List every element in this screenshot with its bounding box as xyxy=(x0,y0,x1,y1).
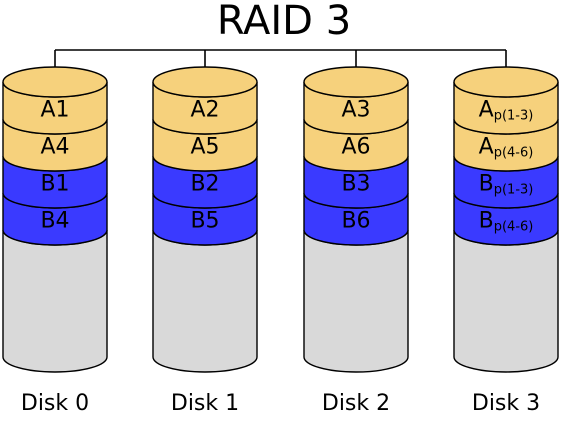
stripe-label-main: A xyxy=(479,135,494,160)
disk-top xyxy=(453,66,559,98)
diagram-title: RAID 3 xyxy=(217,0,351,44)
stripe-label: Bp(1-3) xyxy=(479,172,534,198)
stripe-label-main: B xyxy=(479,172,494,197)
stripe-label: A2 xyxy=(190,98,219,123)
stripe-label-main: A4 xyxy=(40,135,69,160)
stripe-label-sub: p(4-6) xyxy=(494,146,534,161)
stripe-label: B3 xyxy=(341,172,370,197)
disk-empty-space xyxy=(2,229,108,373)
stripe-label-main: B2 xyxy=(190,172,219,197)
disk-empty-space xyxy=(152,229,258,373)
stripe-label: B4 xyxy=(40,209,69,234)
stripe-label-main: B3 xyxy=(341,172,370,197)
stripe-label: Ap(4-6) xyxy=(479,135,534,161)
controller-connector xyxy=(54,49,507,82)
disk-3: Ap(1-3)Ap(4-6)Bp(1-3)Bp(4-6)Disk 3 xyxy=(453,66,559,416)
stripe-label-main: B4 xyxy=(40,209,69,234)
stripe-label: B6 xyxy=(341,209,370,234)
stripe-label: Bp(4-6) xyxy=(479,209,534,235)
stripe-label-main: A xyxy=(479,98,494,123)
stripe-label-sub: p(4-6) xyxy=(494,220,534,235)
stripe-label-sub: p(1-3) xyxy=(494,109,534,124)
stripe-label-main: A3 xyxy=(341,98,370,123)
stripe-label: A6 xyxy=(341,135,370,160)
disk-top xyxy=(303,66,409,98)
stripe-label-main: A1 xyxy=(40,98,69,123)
stripe-label: A1 xyxy=(40,98,69,123)
stripe-label: A3 xyxy=(341,98,370,123)
disk-label: Disk 2 xyxy=(322,391,390,416)
disk-label: Disk 3 xyxy=(472,391,540,416)
disk-top xyxy=(152,66,258,98)
stripe-label: B2 xyxy=(190,172,219,197)
stripe-label: Ap(1-3) xyxy=(479,98,534,124)
stripe-label-main: A6 xyxy=(341,135,370,160)
stripe-label-main: B1 xyxy=(40,172,69,197)
stripe-label-main: A2 xyxy=(190,98,219,123)
stripe-label-sub: p(1-3) xyxy=(494,183,534,198)
stripe-label: A5 xyxy=(190,135,219,160)
stripe-label-main: B6 xyxy=(341,209,370,234)
stripe-label-main: B xyxy=(479,209,494,234)
stripe-label: B5 xyxy=(190,209,219,234)
disk-top xyxy=(2,66,108,98)
stripe-label: B1 xyxy=(40,172,69,197)
stripe-label: A4 xyxy=(40,135,69,160)
disk-label: Disk 0 xyxy=(21,391,89,416)
disk-empty-space xyxy=(453,229,559,373)
stripe-label-main: A5 xyxy=(190,135,219,160)
disk-empty-space xyxy=(303,229,409,373)
stripe-label-main: B5 xyxy=(190,209,219,234)
disk-label: Disk 1 xyxy=(171,391,239,416)
